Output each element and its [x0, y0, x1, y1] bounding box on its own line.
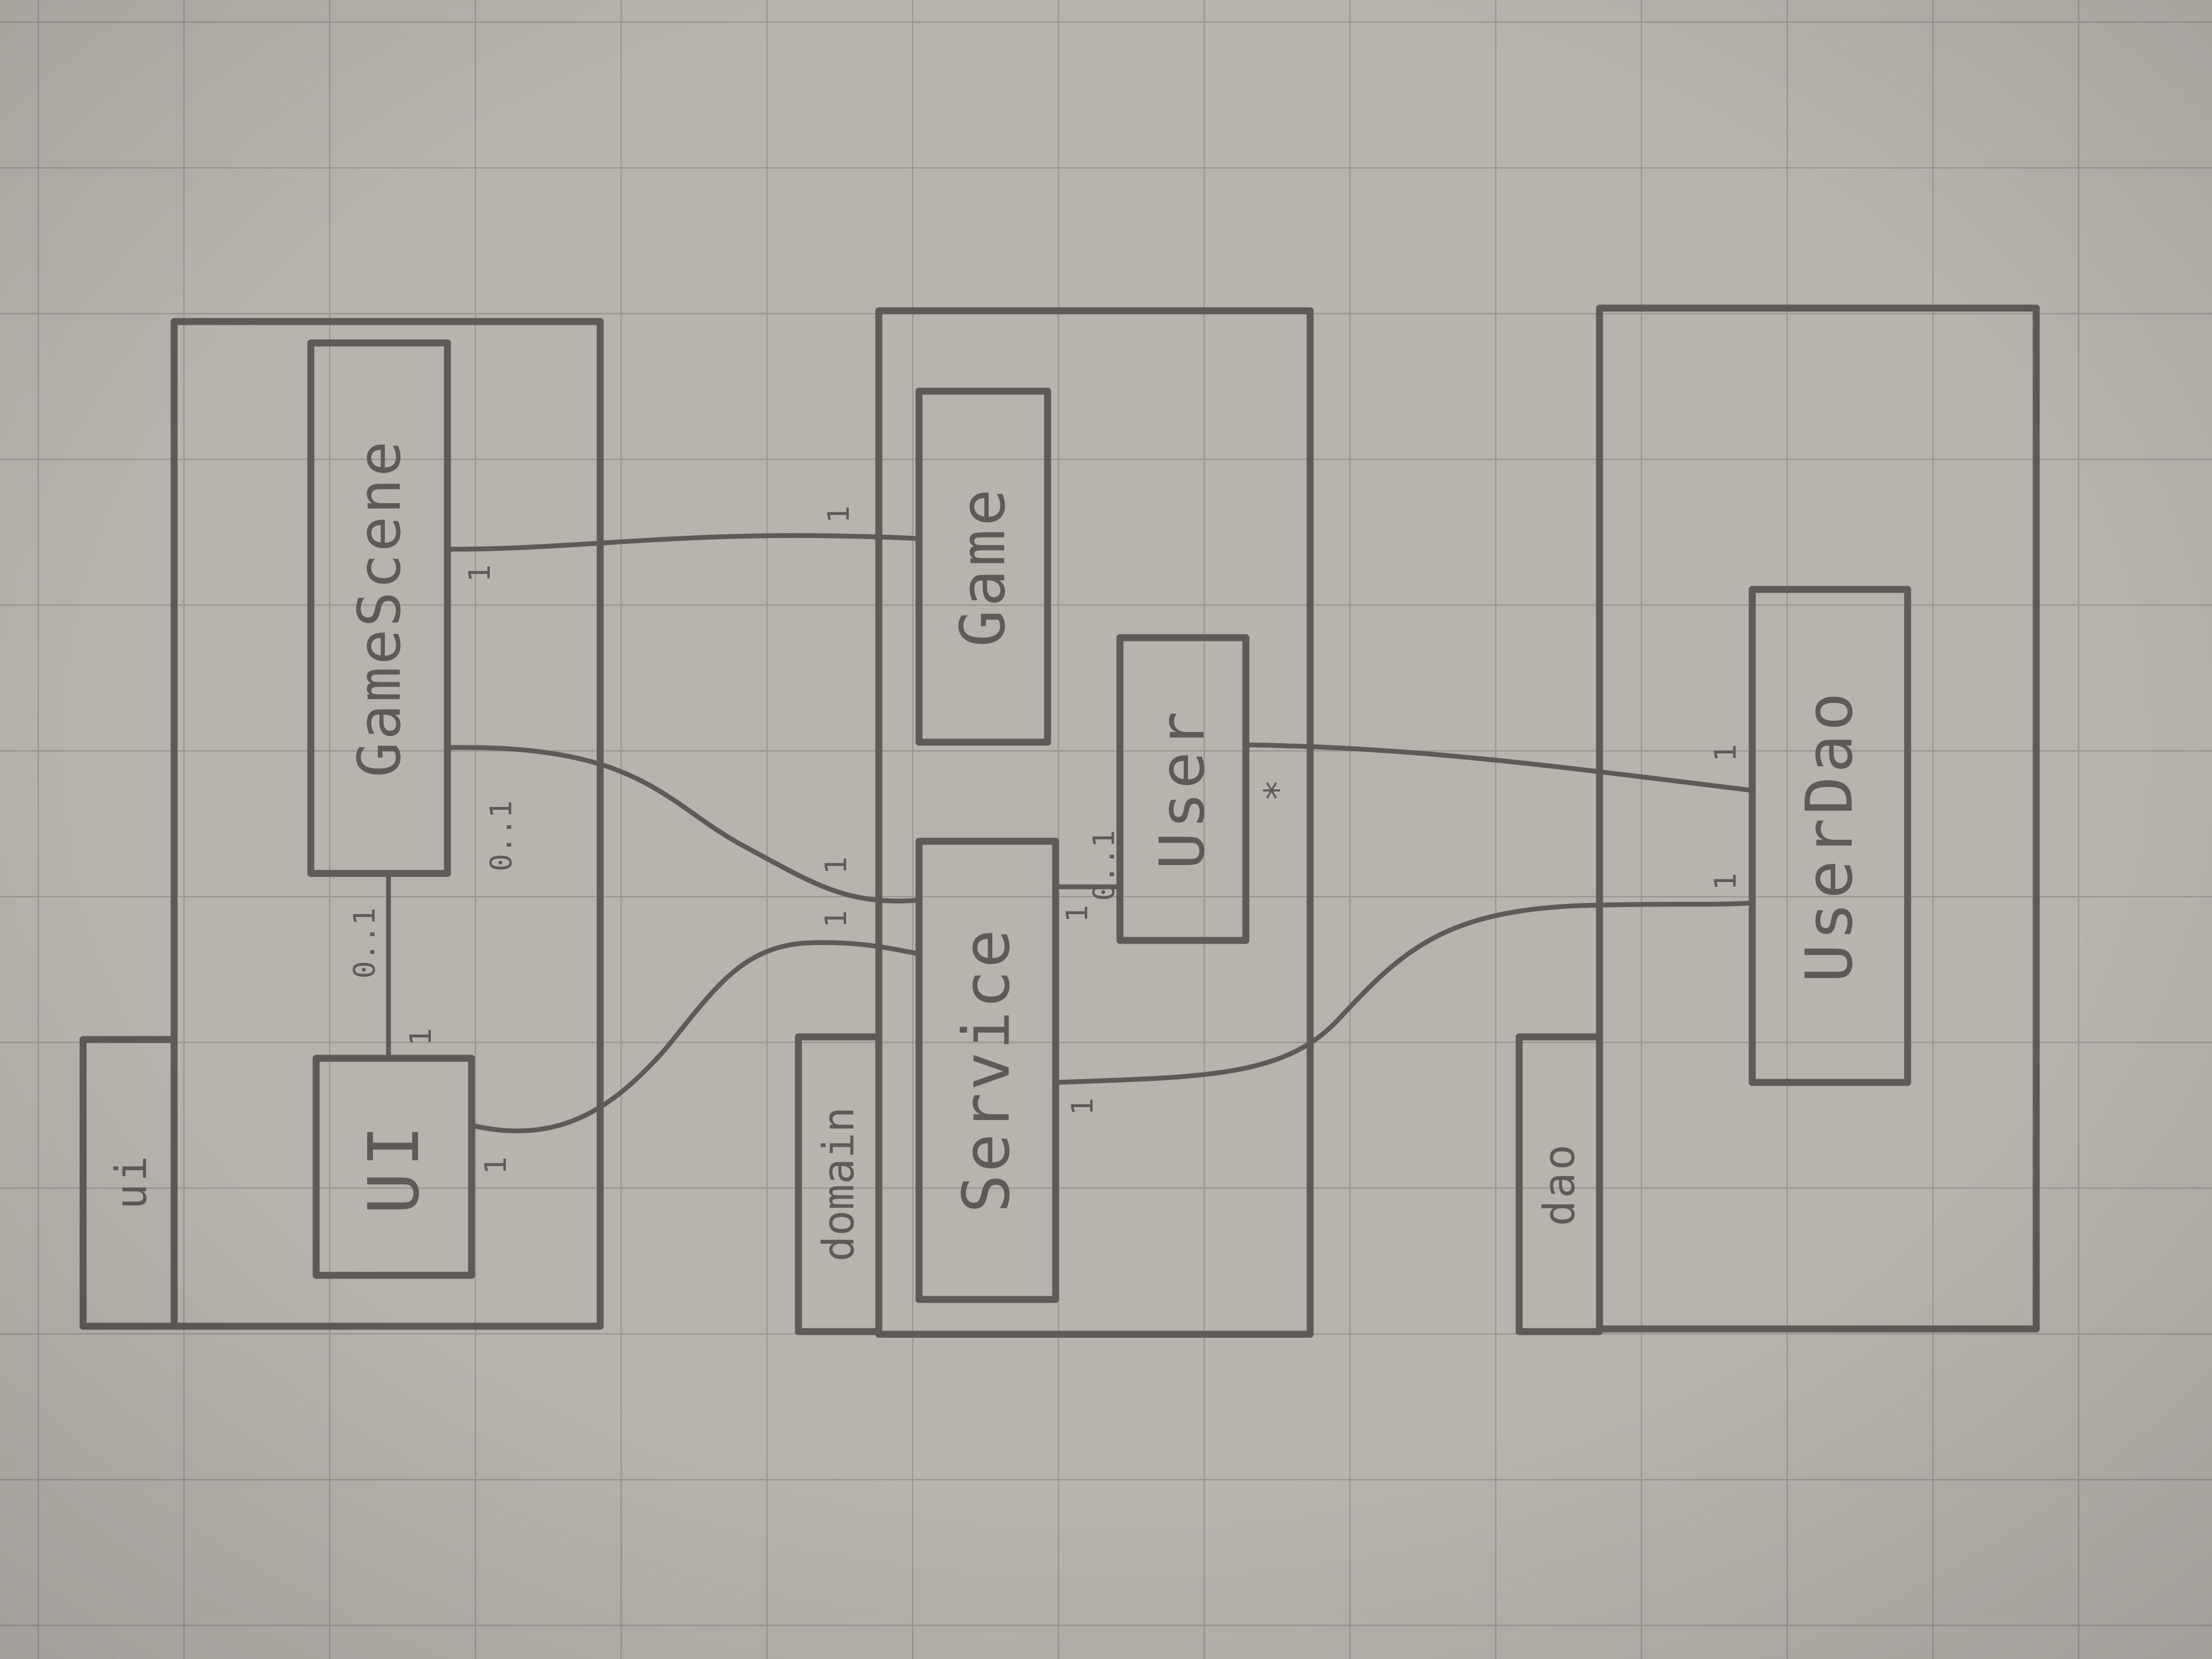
- package-label-domain: domain: [814, 1107, 864, 1262]
- multiplicity-gamescene-ui-from: 0..1: [347, 908, 382, 978]
- class-label-service: Service: [950, 927, 1025, 1213]
- multiplicity-gamescene-service-from: 0..1: [484, 801, 518, 871]
- multiplicity-gamescene-game-from: 1: [462, 564, 497, 582]
- multiplicity-user-userdao-from: *: [1256, 779, 1300, 802]
- multiplicity-service-user-from: 1: [1060, 905, 1094, 922]
- multiplicity-service-userdao-to: 1: [1708, 872, 1743, 890]
- multiplicity-gamescene-ui-to: 1: [403, 1028, 438, 1045]
- class-label-game: Game: [947, 486, 1019, 647]
- package-label-dao: dao: [1535, 1142, 1585, 1227]
- multiplicity-ui-service-to: 1: [819, 910, 853, 928]
- multiplicity-ui-service-from: 1: [479, 1156, 513, 1174]
- class-label-ui-class: UI: [353, 1120, 435, 1215]
- multiplicity-gamescene-service-to: 1: [819, 856, 853, 874]
- package-label-ui: ui: [107, 1154, 156, 1209]
- class-label-userdao: UserDao: [1793, 689, 1867, 983]
- multiplicity-service-userdao-from: 1: [1065, 1097, 1100, 1115]
- multiplicity-user-userdao-to: 1: [1708, 744, 1743, 761]
- multiplicity-service-user-to: 0..1: [1087, 830, 1121, 901]
- class-label-user: User: [1147, 708, 1219, 870]
- multiplicity-gamescene-game-to: 1: [821, 505, 856, 523]
- class-label-gamescene: GameScene: [345, 439, 414, 778]
